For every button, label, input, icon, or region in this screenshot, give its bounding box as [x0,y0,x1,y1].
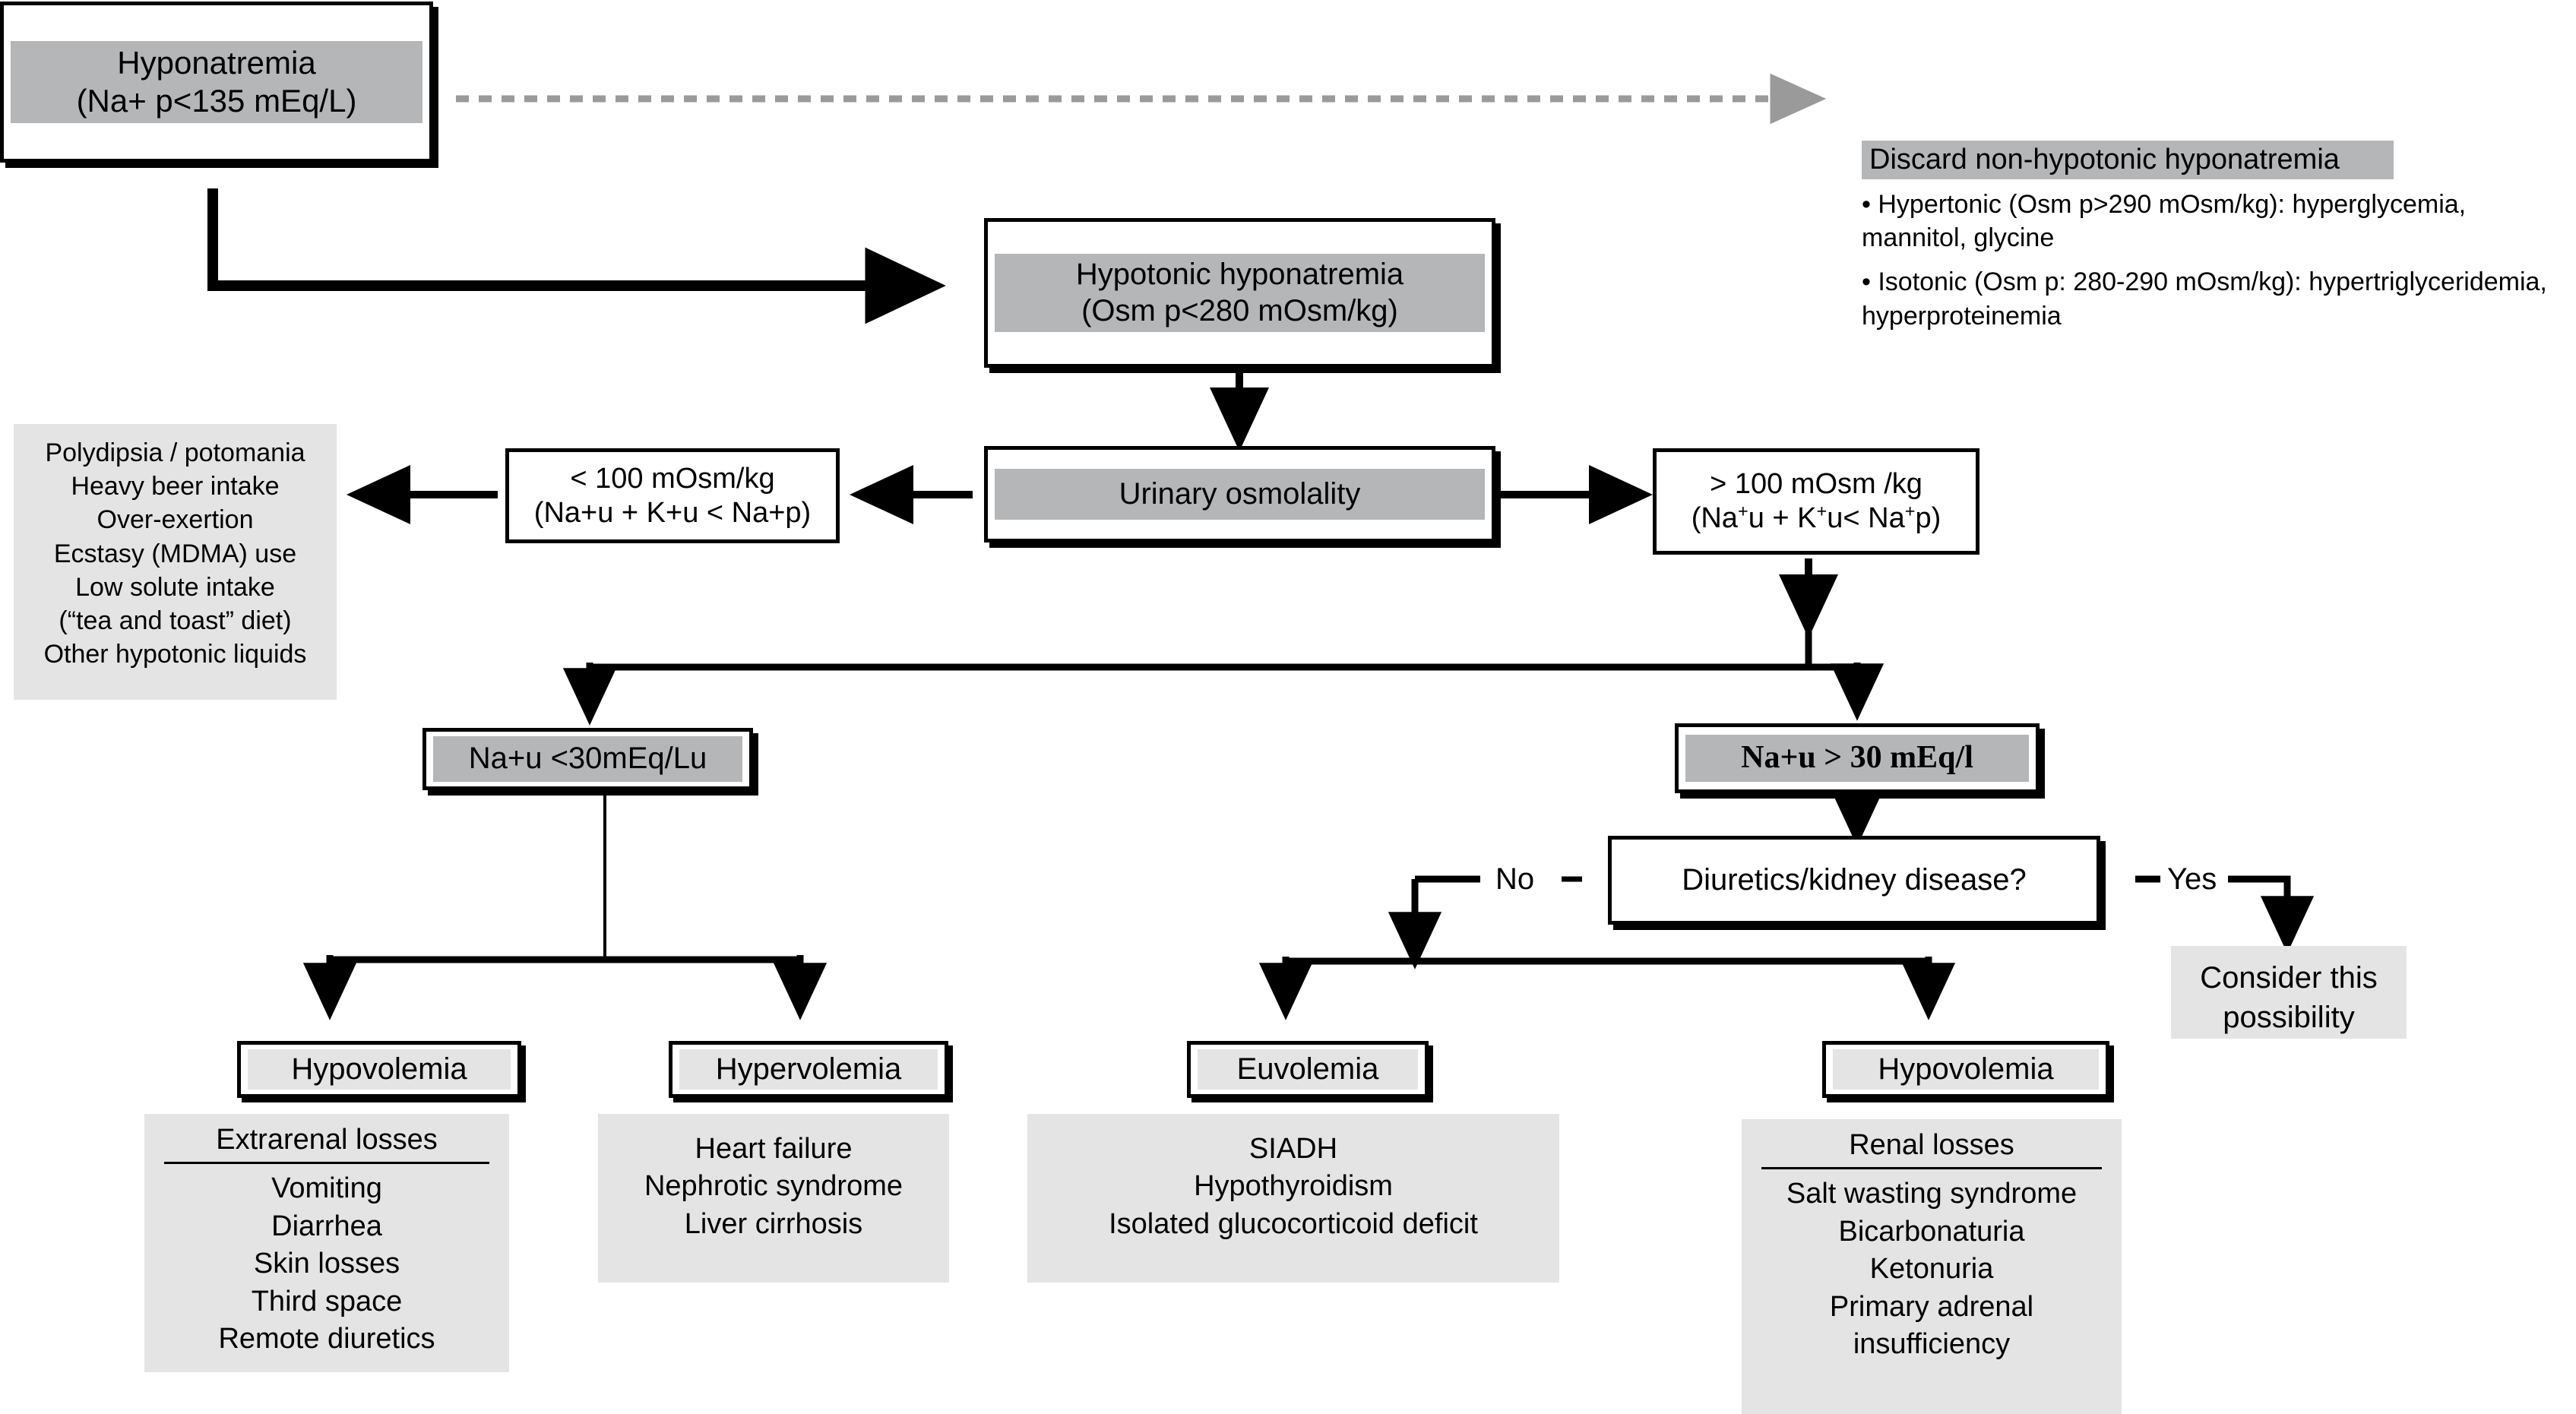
node-urinary-osmolality-fill: Urinary osmolality [995,468,1485,520]
edge-label-no: No [1495,862,1535,896]
high-osm-p4: u< Na [1827,502,1905,534]
list-item: Salt wasting syndrome [1786,1178,2078,1210]
node-hypotonic-line1: Hypotonic hyponatremia [1075,258,1404,292]
node-consider-line1: Consider this [2200,961,2378,995]
panel-hypovolemia-renal: Renal losses Salt wasting syndrome Bicar… [1742,1119,2122,1414]
node-high-osmolality-line2: (Na+u + K+u< Na+p) [1691,501,1941,536]
edge-label-yes: Yes [2167,862,2217,896]
edge-hyponatremia-to-hypotonic [207,188,946,324]
edge-label-dash: - [1564,862,1573,891]
water-intake-item: Other hypotonic liquids [43,640,307,669]
list-item: Liver cirrhosis [684,1207,863,1240]
list-item: Third space [251,1285,403,1318]
panel-header-renal: Renal losses [1761,1127,2102,1170]
node-hypovolemia-extrarenal-box[interactable]: Hypovolemia [237,1041,521,1098]
node-hypotonic-hyponatremia[interactable]: Hypotonic hyponatremia (Osm p<280 mOsm/k… [984,218,1495,368]
list-item: Remote diuretics [218,1322,435,1355]
node-hypovolemia-renal-fill: Hypovolemia [1833,1049,2099,1090]
node-euvolemia-label: Euvolemia [1236,1052,1379,1086]
discard-bullet-1: • Hypertonic (Osm p>290 mOsm/kg): hyperg… [1862,190,2467,253]
node-euvolemia-fill: Euvolemia [1198,1049,1418,1090]
node-na-high-fill: Na+u > 30 mEq/l [1685,735,2029,782]
list-item: Heart failure [695,1133,853,1165]
node-urinary-osmolality-label: Urinary osmolality [1119,476,1361,511]
list-item: Hypothyroidism [1194,1170,1393,1203]
high-osm-sup3: + [1904,501,1916,521]
node-na-low-fill: Na+u <30mEq/Lu [433,736,742,782]
panel-hypovolemia-extrarenal: Extrarenal losses Vomiting Diarrhea Skin… [144,1114,509,1372]
node-hypovolemia-renal-box[interactable]: Hypovolemia [1822,1041,2109,1098]
list-item: Primary adrenal [1829,1290,2034,1323]
panel-hypervolemia: Heart failure Nephrotic syndrome Liver c… [598,1114,949,1283]
edge-yes-down [2228,875,2315,954]
high-osm-p6: p) [1915,502,1941,534]
node-urinary-osmolality[interactable]: Urinary osmolality [984,446,1495,543]
node-hypervolemia-box[interactable]: Hypervolemia [669,1041,948,1098]
node-hypovolemia-extrarenal-fill: Hypovolemia [248,1049,511,1090]
node-diuretics-question[interactable]: Diuretics/kidney disease? [1608,836,2100,925]
list-item: Bicarbonaturia [1838,1215,2025,1248]
node-hypervolemia-fill: Hypervolemia [679,1049,938,1090]
water-intake-item: Low solute intake [75,572,275,602]
node-euvolemia-box[interactable]: Euvolemia [1187,1041,1429,1098]
list-item: Diarrhea [271,1210,382,1242]
list-item: Vomiting [271,1172,382,1205]
discard-bullet-2: • Isotonic (Osm p: 280-290 mOsm/kg): hyp… [1862,267,2547,331]
node-consider-line2: possibility [2223,1001,2355,1034]
node-hypervolemia-label: Hypervolemia [715,1052,902,1086]
water-intake-panel: Polydipsia / potomania Heavy beer intake… [14,424,337,700]
node-low-osmolality-line2: (Na+u + K+u < Na+p) [533,496,812,529]
water-intake-item: Ecstasy (MDMA) use [53,539,297,568]
list-item: insufficiency [1853,1327,2011,1360]
list-item: Ketonuria [1869,1253,1994,1286]
water-intake-item: Over-exertion [97,505,254,535]
high-osm-p0: (Na [1691,502,1738,534]
node-high-osmolality[interactable]: > 100 mOsm /kg (Na+u + K+u< Na+p) [1653,448,1979,555]
node-hyponatremia-line1: Hyponatremia [117,45,316,81]
discard-panel: Discard non-hypotonic hyponatremia • Hyp… [1862,141,2547,338]
list-item: Isolated glucocorticoid deficit [1109,1207,1478,1240]
node-na-low[interactable]: Na+u <30mEq/Lu [422,728,753,790]
node-hyponatremia-line2: (Na+ p<135 mEq/L) [76,83,357,119]
high-osm-sup1: + [1737,501,1748,521]
list-item: Skin losses [253,1248,400,1280]
node-diuretics-label: Diuretics/kidney disease? [1682,862,2027,897]
panel-header-extrarenal: Extrarenal losses [164,1121,489,1165]
list-item: SIADH [1248,1133,1338,1165]
water-intake-item: (“tea and toast” diet) [59,606,292,635]
node-na-high-label: Na+u > 30 mEq/l [1741,740,1973,776]
discard-panel-bullets: • Hypertonic (Osm p>290 mOsm/kg): hyperg… [1862,188,2572,343]
node-hypovolemia-renal-label: Hypovolemia [1878,1052,2054,1086]
node-na-low-label: Na+u <30mEq/Lu [468,742,707,776]
panel-euvolemia: SIADH Hypothyroidism Isolated glucocorti… [1027,1114,1559,1283]
node-hyponatremia[interactable]: Hyponatremia (Na+ p<135 mEq/L) [0,2,433,163]
node-low-osmolality-line1: < 100 mOsm/kg [570,462,775,495]
discard-panel-title: Discard non-hypotonic hyponatremia [1862,141,2394,179]
node-hypotonic-fill: Hypotonic hyponatremia (Osm p<280 mOsm/k… [995,254,1485,332]
list-item: Nephrotic syndrome [644,1170,903,1203]
node-na-high[interactable]: Na+u > 30 mEq/l [1675,723,2040,793]
node-consider-possibility: Consider this possibility [2171,946,2407,1039]
node-high-osmolality-line1: > 100 mOsm /kg [1710,468,1923,501]
node-hypovolemia-extrarenal-label: Hypovolemia [291,1052,467,1086]
high-osm-sup2: + [1816,501,1828,521]
water-intake-item: Heavy beer intake [71,472,280,501]
node-low-osmolality[interactable]: < 100 mOsm/kg (Na+u + K+u < Na+p) [505,448,840,543]
node-hypotonic-line2: (Osm p<280 mOsm/kg) [1081,293,1398,327]
node-hyponatremia-fill: Hyponatremia (Na+ p<135 mEq/L) [11,41,422,123]
high-osm-p2: u + K [1748,502,1817,534]
water-intake-item: Polydipsia / potomania [45,438,305,467]
